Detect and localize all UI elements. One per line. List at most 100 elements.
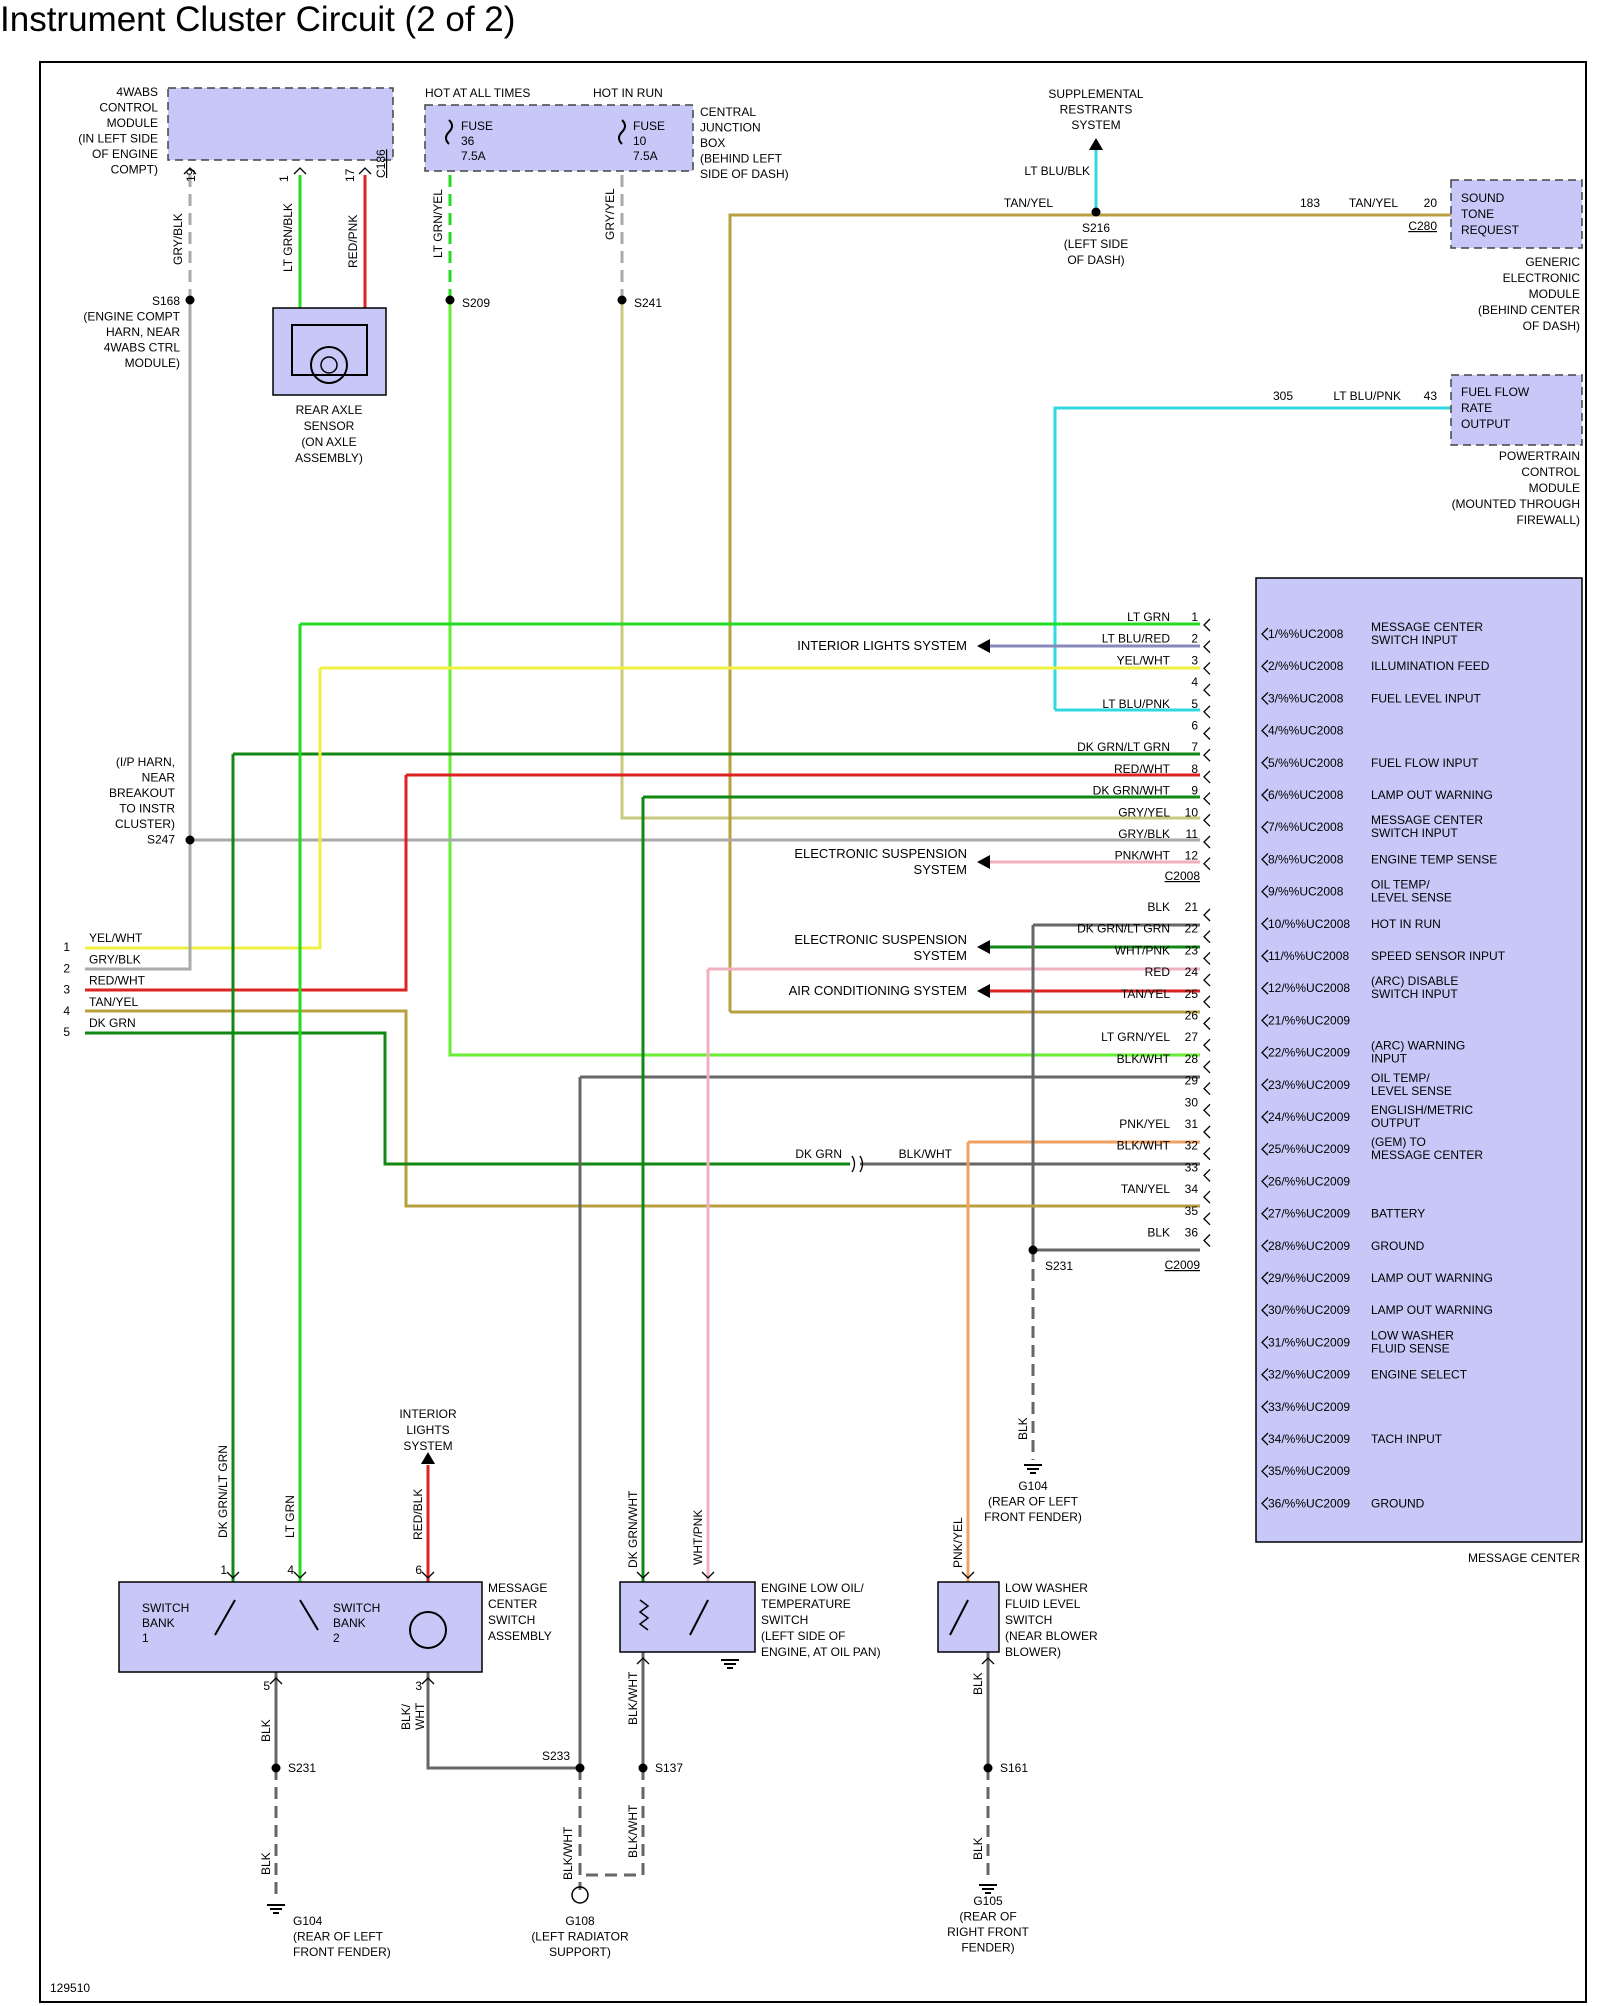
c2009-pin-number: 32 xyxy=(1185,1139,1199,1153)
gem-box-label-line: SOUND xyxy=(1461,191,1505,205)
sensor-rotor-icon xyxy=(320,356,338,374)
interior-lights-arrow-icon xyxy=(421,1452,435,1464)
washer-level-switch-box xyxy=(937,1581,1000,1653)
fuse36-label-line: 7.5A xyxy=(461,149,486,163)
gem-label-line: OF DASH) xyxy=(1523,319,1580,333)
mc-pin-number: 27/%%UC2009 xyxy=(1268,1207,1350,1221)
switch-bank-1-label-line: BANK xyxy=(142,1616,175,1630)
mc-pin-chevron-icon xyxy=(1261,1271,1269,1285)
c2008-pin-number: 10 xyxy=(1185,805,1199,819)
cjb-label-line: BOX xyxy=(700,136,725,150)
mc-pin-chevron-icon xyxy=(1261,1013,1269,1027)
c2009-pin-number: 28 xyxy=(1185,1052,1199,1066)
mcsa-pin-1: 1 xyxy=(220,1563,227,1577)
tan-yel-left-label: TAN/YEL xyxy=(1004,196,1053,210)
s168-label-line: S168 xyxy=(152,294,180,308)
fuse10-label-line: 7.5A xyxy=(633,149,658,163)
washer-chevron-icon xyxy=(961,1571,975,1579)
pcm-label-line: MODULE xyxy=(1529,481,1580,495)
left-pin-number: 5 xyxy=(63,1025,70,1039)
c2008-wire-color: GRY/BLK xyxy=(1118,827,1170,841)
ground-eyelet-icon xyxy=(571,1886,589,1904)
c2009-wire-color: WHT/PNK xyxy=(1115,943,1170,957)
rear-axle-sensor-box xyxy=(272,307,387,396)
mc-pin-chevron-icon xyxy=(1261,1400,1269,1414)
fuse36-label-line: 36 xyxy=(461,134,475,148)
c2009-chevron-icon xyxy=(1203,908,1211,922)
mc-pin-function-line: LEVEL SENSE xyxy=(1371,1084,1452,1098)
mc-pin-number: 22/%%UC2009 xyxy=(1268,1046,1350,1060)
c2009-chevron-icon xyxy=(1203,1190,1211,1204)
fuse10-label-line: FUSE xyxy=(633,119,665,133)
srs-label-line: SYSTEM xyxy=(1071,118,1120,132)
lt-grn-blk-label: LT GRN/BLK xyxy=(281,203,295,272)
c2009-wire-color: BLK xyxy=(1147,1226,1170,1240)
lt-grn-label: LT GRN xyxy=(283,1495,297,1538)
mc-pin-function-line: TACH INPUT xyxy=(1371,1432,1443,1446)
srs-label-line: SUPPLEMENTAL xyxy=(1048,87,1143,101)
c2008-wire-color: RED/WHT xyxy=(1114,762,1171,776)
mc-pin-number: 5/%%UC2008 xyxy=(1268,756,1344,770)
red-pnk-label: RED/PNK xyxy=(346,215,360,268)
wire-lt-blu-pnk-pcm xyxy=(1053,406,1451,710)
c2008-pin-number: 7 xyxy=(1191,740,1198,754)
figure-number: 129510 xyxy=(50,1981,90,1995)
c2009-wire-color: PNK/YEL xyxy=(1119,1117,1170,1131)
pcm-box-label-line: OUTPUT xyxy=(1461,417,1511,431)
central-junction-box xyxy=(424,104,694,172)
c2009-pin-number: 31 xyxy=(1185,1117,1199,1131)
cjb-label-line: SIDE OF DASH) xyxy=(700,167,789,181)
mc-pin-number: 36/%%UC2009 xyxy=(1268,1496,1350,1510)
oil-chevron-icon xyxy=(636,1657,650,1665)
mc-pin-function-line: ENGINE SELECT xyxy=(1371,1368,1468,1382)
wabs-pin-17: 17 xyxy=(343,168,357,182)
rear-axle-label-line: REAR AXLE xyxy=(296,403,363,417)
mc-pin-number: 25/%%UC2009 xyxy=(1268,1142,1350,1156)
gem-module-box xyxy=(1450,179,1583,249)
c2008-chevron-icon xyxy=(1203,661,1211,675)
c2008-wire-color: GRY/YEL xyxy=(1118,805,1170,819)
mc-pin-number: 35/%%UC2009 xyxy=(1268,1464,1350,1478)
c2008-pin-number: 8 xyxy=(1191,762,1198,776)
mc-pin-function-line: MESSAGE CENTER xyxy=(1371,813,1483,827)
mc-pin-function-line: FLUID SENSE xyxy=(1371,1341,1450,1355)
wabs-module-label-line: (IN LEFT SIDE xyxy=(78,132,158,146)
g104-bottom-label-line: (REAR OF LEFT xyxy=(293,1930,384,1944)
mc-pin-number: 29/%%UC2009 xyxy=(1268,1271,1350,1285)
gem-label-line: (BEHIND CENTER xyxy=(1478,303,1580,317)
interior-lights-top-label-line: INTERIOR xyxy=(399,1407,457,1421)
c2008-wire-color: DK GRN/WHT xyxy=(1093,784,1171,798)
mc-pin-number: 12/%%UC2008 xyxy=(1268,981,1350,995)
g108-label-line: SUPPORT) xyxy=(549,1945,611,1959)
c2009-chevron-icon xyxy=(1203,930,1211,944)
elec-susp-1-label-line: ELECTRONIC SUSPENSION xyxy=(794,846,967,861)
dk-grn-mid-label: DK GRN xyxy=(795,1147,842,1161)
wabs-chevron-icon xyxy=(293,167,307,175)
g104-label-line: FRONT FENDER) xyxy=(984,1510,1082,1524)
mc-pin-number: 11/%%UC2008 xyxy=(1268,949,1349,963)
splice-dot xyxy=(185,295,195,305)
wire-blk-wht-g108 xyxy=(580,1768,645,1877)
s247-label-line: (I/P HARN, xyxy=(116,755,175,769)
mc-pin-function-line: GROUND xyxy=(1371,1496,1425,1510)
sensor-coil-icon xyxy=(291,324,368,376)
mc-pin-number: 26/%%UC2009 xyxy=(1268,1174,1350,1188)
c2008-wire-color: PNK/WHT xyxy=(1115,849,1171,863)
s216-label-line: (LEFT SIDE xyxy=(1064,237,1128,251)
c2009-pin-number: 36 xyxy=(1185,1226,1199,1240)
left-wire-color: TAN/YEL xyxy=(89,995,138,1009)
c2009-wire-color: BLK/WHT xyxy=(1117,1139,1171,1153)
blk-washer-label: BLK xyxy=(971,1672,985,1695)
rear-axle-label-line: (ON AXLE xyxy=(301,435,356,449)
s233-label: S233 xyxy=(542,1749,570,1763)
g104-bottom-label-line: FRONT FENDER) xyxy=(293,1945,391,1959)
mc-pin-chevron-icon xyxy=(1261,1432,1269,1446)
dk-grn-wht-label: DK GRN/WHT xyxy=(626,1490,640,1568)
mc-pin-number: 8/%%UC2008 xyxy=(1268,852,1344,866)
mc-pin-chevron-icon xyxy=(1261,820,1269,834)
c2008-wire-color: LT BLU/PNK xyxy=(1102,697,1170,711)
gem-label-line: MODULE xyxy=(1529,287,1580,301)
mcsa-label-line: CENTER xyxy=(488,1597,538,1611)
left-wire-color: YEL/WHT xyxy=(89,931,143,945)
